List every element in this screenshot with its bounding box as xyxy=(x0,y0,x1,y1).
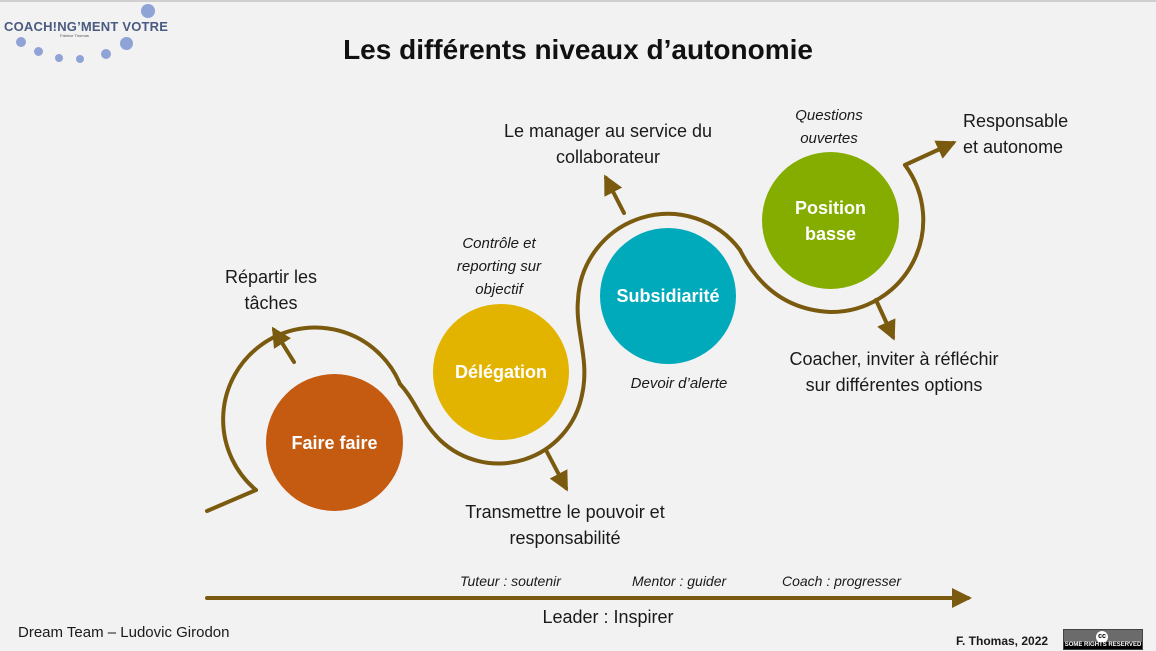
arrow-coacher xyxy=(874,298,896,341)
axis-label-coach: Coach : progresser xyxy=(782,573,902,589)
logo-dot xyxy=(16,37,26,47)
logo-dot xyxy=(34,47,43,56)
circle-position-basse: Position basse xyxy=(762,152,899,289)
top-border xyxy=(0,0,1156,2)
circle-faire-faire-label: Faire faire xyxy=(291,432,378,453)
wrap-delegation xyxy=(398,382,584,466)
logo-dot xyxy=(120,37,133,50)
circle-position-basse-label: Position basse xyxy=(795,197,866,244)
circle-delegation: Délégation xyxy=(433,304,569,440)
axis-label-leader: Leader : Inspirer xyxy=(542,607,674,627)
label-repartir: Répartir les tâches xyxy=(224,267,318,313)
arrow-transmettre xyxy=(545,450,568,492)
circle-faire-faire: Faire faire xyxy=(266,374,403,511)
arrow-repartir xyxy=(271,326,296,364)
label-transmettre: Transmettre le pouvoir et responsabilité xyxy=(465,502,665,548)
axis-label-tuteur: Tuteur : soutenir xyxy=(460,573,561,589)
logo-dot xyxy=(141,4,155,18)
circle-subsidiarite: Subsidiarité xyxy=(600,228,736,364)
logo-text: COACH!NG’MENT VOTRE xyxy=(4,19,169,34)
footer-credit: Dream Team – Ludovic Girodon xyxy=(18,624,230,641)
arrow-responsable xyxy=(903,140,957,167)
label-coacher: Coacher, inviter à réfléchir sur différe… xyxy=(789,349,999,395)
cc-license-badge[interactable]: cc SOME RIGHTS RESERVED xyxy=(1063,629,1143,650)
axis-label-mentor: Mentor : guider xyxy=(632,573,727,589)
cc-license-text: SOME RIGHTS RESERVED xyxy=(1064,642,1142,649)
label-responsable: Responsable et autonome xyxy=(963,111,1069,157)
label-devoir-alerte: Devoir d’alerte xyxy=(630,375,728,392)
label-controle: Contrôle et reporting sur objectif xyxy=(456,235,542,298)
logo-dot xyxy=(76,55,84,63)
logo-subtitle: Fabrice Thomas xyxy=(60,33,89,38)
page-title: Les différents niveaux d’autonomie xyxy=(343,34,813,65)
footer-author: F. Thomas, 2022 xyxy=(956,634,1049,648)
circle-subsidiarite-label: Subsidiarité xyxy=(616,286,720,306)
logo-dot xyxy=(55,54,63,62)
loop-faire-faire xyxy=(221,325,402,492)
label-manager-service: Le manager au service du collaborateur xyxy=(503,121,713,167)
wrap-position xyxy=(738,163,926,315)
circle-delegation-label: Délégation xyxy=(454,362,547,382)
logo-dot xyxy=(101,49,111,59)
label-questions: Questions ouvertes xyxy=(795,107,863,147)
loop-subsidiarite xyxy=(575,211,742,397)
arrow-manager xyxy=(604,174,626,215)
lead-in-line xyxy=(205,488,258,513)
cc-icon: cc xyxy=(1096,631,1108,643)
